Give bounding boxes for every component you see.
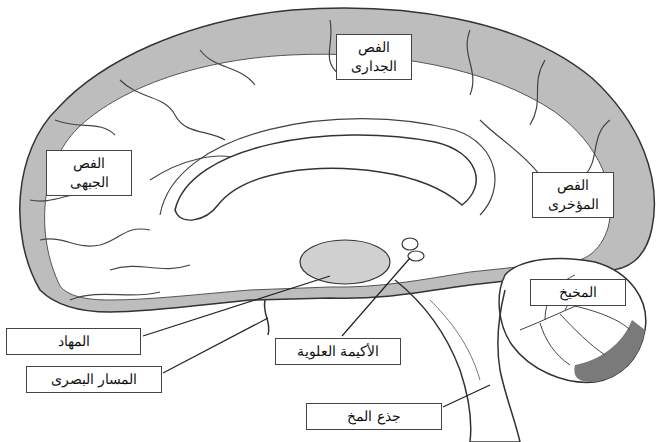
arbor-vitae <box>520 275 630 365</box>
colliculus <box>402 238 418 250</box>
label-text: جذع المخ <box>313 407 435 426</box>
label-text: الأكيمة العلوية <box>282 342 394 361</box>
label-text: الفص المؤخرى <box>539 176 607 214</box>
label-box: المسار البصرى <box>26 366 162 393</box>
label-box: المهاد <box>6 328 141 355</box>
label-box: المخيخ <box>530 279 626 306</box>
label-text: المهاد <box>13 332 134 351</box>
label-text: المسار البصرى <box>33 370 155 389</box>
colliculus <box>408 251 424 261</box>
label-text: المخيخ <box>537 283 619 302</box>
brainstem-line <box>430 300 480 380</box>
label-box: الفص المؤخرى <box>532 172 614 218</box>
label-box: الأكيمة العلوية <box>275 338 401 365</box>
cerebellum <box>499 258 646 382</box>
label-box: جذع المخ <box>306 403 442 430</box>
optic-tract <box>264 300 269 335</box>
label-text: الفص الجدارى <box>343 38 405 76</box>
cingulate <box>160 119 495 215</box>
leader-lines <box>143 258 490 407</box>
cerebellum-shade <box>574 320 645 382</box>
label-box: الفص الجبهى <box>46 150 132 196</box>
thalamus <box>300 240 390 284</box>
label-text: الفص الجبهى <box>53 154 125 192</box>
gyri <box>30 20 610 300</box>
label-box: الفص الجدارى <box>336 34 412 80</box>
